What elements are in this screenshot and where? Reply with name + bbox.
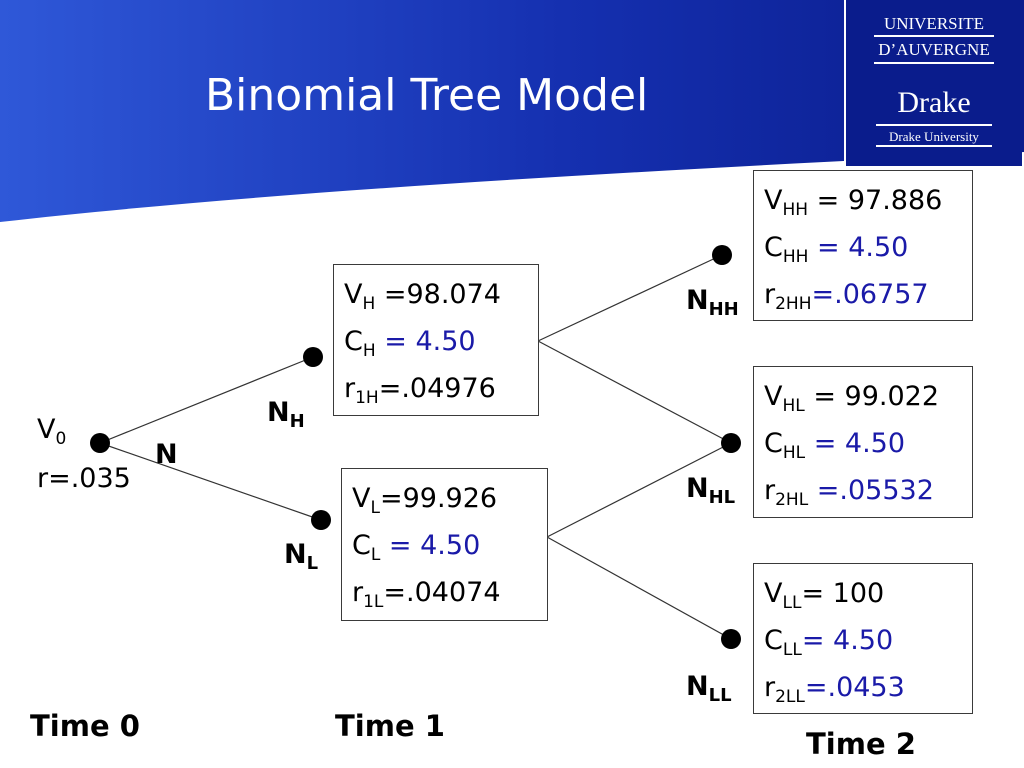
- logo-rule: [874, 35, 994, 37]
- branch-l-hl: [546, 442, 732, 538]
- node-label-ll: NLL: [686, 671, 732, 706]
- value-line: VHH = 97.886: [764, 185, 943, 220]
- slide-title: Binomial Tree Model: [205, 70, 649, 121]
- node-dot-l: [311, 510, 331, 530]
- node-label-hl: NHL: [686, 473, 736, 508]
- time-0-label: Time 0: [30, 709, 140, 743]
- node-label-h: NH: [267, 397, 305, 432]
- coupon-line: CHL = 4.50: [764, 428, 906, 463]
- node-dot-hh: [712, 245, 732, 265]
- rate-line: r1L=.04074: [352, 577, 501, 612]
- node-label-hh: NHH: [686, 285, 739, 320]
- logo-rule: [876, 145, 992, 147]
- node-dot-h: [303, 347, 323, 367]
- node-box-l: VL=99.926 CL = 4.50 r1L=.04074: [341, 468, 548, 621]
- branch-root-h: [99, 356, 314, 444]
- node-box-hh: VHH = 97.886 CHH = 4.50 r2HH=.06757: [753, 170, 973, 321]
- root-node-label: N: [155, 439, 178, 470]
- node-box-ll: VLL= 100 CLL= 4.50 r2LL=.0453: [753, 563, 973, 714]
- coupon-line: CHH = 4.50: [764, 232, 909, 267]
- root-value-label: V0: [37, 414, 67, 449]
- time-2-label: Time 2: [806, 727, 916, 761]
- branch-h-hh: [537, 254, 723, 342]
- logo-subtitle: Drake University: [889, 129, 979, 144]
- node-box-h: VH =98.074 CH = 4.50 r1H=.04976: [333, 264, 539, 416]
- logo-line-1: UNIVERSITE: [883, 14, 985, 33]
- university-logo: UNIVERSITE D’AUVERGNE Drake Drake Univer…: [844, 0, 1022, 168]
- rate-line: r1H=.04976: [344, 373, 496, 408]
- node-dot-root: [90, 433, 110, 453]
- logo-rule: [874, 62, 994, 64]
- logo-brand: Drake: [897, 86, 971, 119]
- value-line: VL=99.926: [352, 483, 498, 518]
- root-rate-label: r=.035: [37, 463, 131, 494]
- node-label-l: NL: [284, 539, 319, 574]
- coupon-line: CL = 4.50: [352, 530, 481, 565]
- logo-rule: [876, 124, 992, 126]
- time-1-label: Time 1: [335, 709, 445, 743]
- title-banner: [0, 0, 1024, 222]
- branch-h-hl: [537, 340, 732, 444]
- rate-line: r2LL=.0453: [764, 672, 905, 707]
- value-line: VHL = 99.022: [764, 381, 940, 416]
- node-dot-hl: [721, 433, 741, 453]
- node-dot-ll: [721, 629, 741, 649]
- value-line: VH =98.074: [344, 279, 501, 314]
- node-box-hl: VHL = 99.022 CHL = 4.50 r2HL =.05532: [753, 366, 973, 518]
- coupon-line: CH = 4.50: [344, 326, 476, 361]
- logo-line-2: D’AUVERGNE: [878, 40, 990, 59]
- branch-l-ll: [546, 536, 732, 640]
- coupon-line: CLL= 4.50: [764, 625, 894, 660]
- branch-root-l: [99, 442, 322, 521]
- rate-line: r2HL =.05532: [764, 475, 934, 510]
- value-line: VLL= 100: [764, 578, 885, 613]
- rate-line: r2HH=.06757: [764, 279, 929, 314]
